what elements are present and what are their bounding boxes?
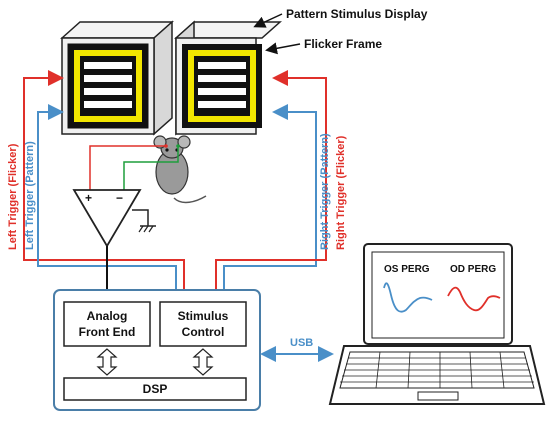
left-trigger-pattern-line (37, 104, 177, 300)
stimulus-control-label-1: Stimulus (178, 309, 229, 323)
right-trigger-pattern-line (223, 104, 317, 300)
left-pattern-bar-4 (84, 101, 132, 108)
left-pattern-display (60, 20, 174, 136)
left-trigger-flicker-label: Left Trigger (Flicker) (7, 143, 19, 250)
right-trigger-flicker-line (215, 70, 327, 300)
mouse-icon (153, 135, 207, 204)
ground-icon (138, 225, 156, 233)
laptop-icon (328, 243, 546, 405)
dsp-box (63, 377, 247, 401)
right-pattern-bar-4 (198, 101, 246, 108)
electrode-wire-green (123, 146, 179, 190)
analog-front-end-label-2: Front End (79, 325, 136, 339)
left-pattern-bar-2 (84, 75, 132, 82)
right-pattern-display (174, 20, 282, 136)
os-perg-trace (383, 282, 433, 313)
od-perg-label: OD PERG (450, 264, 496, 275)
right-trigger-flicker-label: Right Trigger (Flicker) (335, 135, 347, 250)
right-trigger-pattern-label: Right Trigger (Pattern) (319, 133, 331, 250)
stimulus-control-box (159, 301, 247, 347)
pattern-display-callout-arrow (253, 13, 283, 28)
left-pattern-bar-3 (84, 88, 132, 95)
amp-minus-label: − (116, 191, 123, 205)
ground-wire (132, 209, 149, 226)
left-trigger-flicker-line (23, 70, 185, 300)
os-perg-label: OS PERG (384, 264, 430, 275)
dsp-label: DSP (143, 382, 168, 396)
amp-plus-label: + (85, 191, 92, 205)
analog-front-end-label-1: Analog (87, 309, 128, 323)
left-trigger-pattern-label: Left Trigger (Pattern) (24, 141, 36, 250)
right-pattern-bar-3 (198, 88, 246, 95)
analog-front-end-box (63, 301, 151, 347)
right-pattern-bar-2 (198, 75, 246, 82)
flicker-frame-callout-arrow (265, 42, 301, 55)
flicker-frame-label: Flicker Frame (304, 37, 382, 51)
usb-label: USB (290, 337, 313, 349)
stimulus-control-label-2: Control (182, 325, 225, 339)
od-perg-trace (447, 286, 501, 312)
left-pattern-bar-1 (84, 62, 132, 69)
amplifier-triangle-icon (72, 189, 142, 248)
stimulus-dsp-bidirectional-arrow (192, 348, 214, 376)
electrode-wire-red (89, 145, 166, 190)
right-pattern-bar-1 (198, 62, 246, 69)
pattern-display-label: Pattern Stimulus Display (286, 7, 428, 21)
afe-dsp-bidirectional-arrow (96, 348, 118, 376)
